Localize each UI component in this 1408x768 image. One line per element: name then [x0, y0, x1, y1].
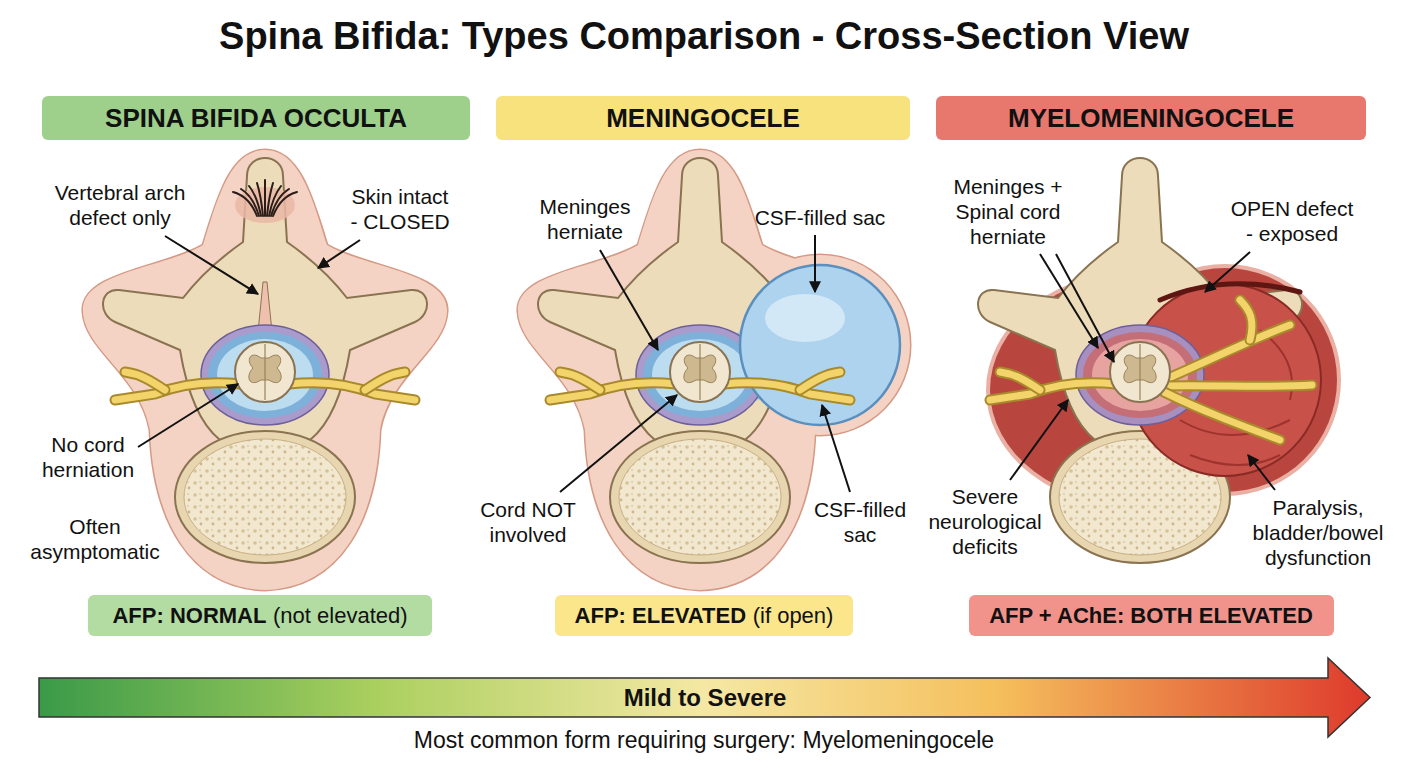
callout-label: Meninges herniate: [535, 194, 635, 244]
leader-line: [1056, 254, 1114, 362]
afp-text: (not elevated): [273, 603, 408, 629]
central-fissure: [1139, 344, 1140, 400]
afp-text: (if open): [753, 603, 834, 629]
dura-layer: [201, 325, 329, 425]
central-fissure: [264, 344, 265, 400]
afp-box: AFP: NORMAL (not elevated): [88, 595, 432, 636]
nerve-root: [1164, 325, 1290, 380]
afp-text: AFP: NORMAL: [112, 603, 266, 629]
nerve-root-outline: [289, 383, 415, 400]
nerve-root: [289, 383, 415, 400]
open-defect-edge: [1160, 284, 1300, 300]
leader-line: [138, 384, 238, 447]
nerve-root-outline: [724, 383, 850, 400]
type-header: SPINA BIFIDA OCCULTA: [42, 96, 470, 140]
nerve-root: [115, 383, 241, 400]
nerve-root: [365, 372, 405, 390]
nerve-root: [1240, 300, 1252, 340]
vertebral-body: [175, 431, 355, 563]
nerve-root: [1000, 372, 1040, 390]
tissue-fold: [1190, 455, 1280, 465]
nerve-root-outline: [365, 372, 405, 390]
nerve-root-outline: [550, 383, 676, 400]
callout-label: Often asymptomatic: [27, 514, 163, 564]
nerve-root-outline: [1164, 392, 1280, 440]
type-header: MENINGOCELE: [496, 96, 910, 140]
nerve-root-outline: [1000, 372, 1040, 390]
nerve-root: [1164, 385, 1312, 386]
nerve-root: [560, 372, 600, 390]
callout-label: No cord herniation: [38, 432, 138, 482]
callout-label: Meninges + Spinal cord herniate: [950, 174, 1066, 249]
vertebral-body-spongy: [619, 439, 781, 555]
nerve-root: [125, 372, 165, 390]
csf-space: [652, 339, 748, 411]
vertebral-body: [610, 431, 790, 563]
callout-label: CSF-filled sac: [745, 205, 895, 230]
leader-line: [560, 395, 677, 492]
meningocele-figure: [518, 150, 910, 590]
callout-label: Skin intact - CLOSED: [347, 184, 453, 234]
hair-tuft: [264, 180, 266, 216]
meninges-layer: [208, 332, 322, 418]
leader-line: [165, 236, 258, 294]
hair-tuft: [273, 192, 297, 216]
diagram-title: Spina Bifida: Types Comparison - Cross-S…: [0, 12, 1408, 60]
nerve-root: [990, 383, 1116, 400]
spinal-cord: [670, 342, 730, 402]
callout-label: Vertebral arch defect only: [40, 180, 200, 230]
callout-label: CSF-filled sac: [810, 497, 910, 547]
nerve-root: [1164, 392, 1280, 440]
nerve-root-outline: [990, 383, 1116, 400]
nerve-root-outline: [1164, 325, 1290, 380]
afp-text: AFP + AChE: BOTH ELEVATED: [989, 603, 1313, 629]
hair-tuft: [241, 189, 259, 216]
afp-text: AFP: ELEVATED: [575, 603, 747, 629]
leader-line: [1205, 252, 1250, 292]
header-text: MYELOMENINGOCELE: [1008, 103, 1294, 134]
nerve-root-outline: [1164, 385, 1312, 386]
nerve-root-outline: [125, 372, 165, 390]
severity-arrow: Mild to Severe: [38, 655, 1372, 740]
spinal-cord: [1110, 342, 1170, 402]
severity-arrow-body: [39, 658, 1370, 737]
nerve-root-outline: [560, 372, 600, 390]
hair-tuft: [257, 183, 263, 216]
leader-line: [600, 250, 658, 350]
nerve-root-outline: [1240, 300, 1252, 340]
leader-line: [814, 235, 816, 292]
leader-line: [822, 405, 850, 492]
callout-label: Paralysis, bladder/bowel dysfunction: [1250, 495, 1386, 570]
nerve-root: [550, 383, 676, 400]
header-text: MENINGOCELE: [606, 103, 800, 134]
leader-line: [1040, 254, 1098, 348]
type-header: MYELOMENINGOCELE: [936, 96, 1366, 140]
afp-box: AFP + AChE: BOTH ELEVATED: [969, 595, 1334, 636]
nerve-root-outline: [800, 372, 840, 390]
vertebral-body-spongy: [184, 439, 346, 555]
callout-label: Severe neurological deficits: [925, 484, 1045, 559]
nerve-root: [800, 372, 840, 390]
afp-box: AFP: ELEVATED(if open): [555, 595, 853, 636]
leader-line: [1010, 400, 1068, 480]
csf-sac-highlight: [765, 294, 845, 342]
diagram-caption: Most common form requiring surgery: Myel…: [0, 727, 1408, 754]
header-text: SPINA BIFIDA OCCULTA: [105, 103, 407, 134]
leader-line: [318, 240, 360, 268]
csf-space: [217, 339, 313, 411]
central-fissure: [699, 344, 700, 400]
nerve-root: [724, 383, 850, 400]
spinal-cord: [235, 342, 295, 402]
skin-tissue: [518, 150, 910, 590]
callout-label: Cord NOT involved: [473, 497, 583, 547]
severity-text: Mild to Severe: [624, 684, 787, 712]
leader-line: [1248, 455, 1275, 490]
nerve-root-outline: [115, 383, 241, 400]
callout-label: OPEN defect - exposed: [1228, 196, 1356, 246]
illustration: [83, 150, 1337, 590]
